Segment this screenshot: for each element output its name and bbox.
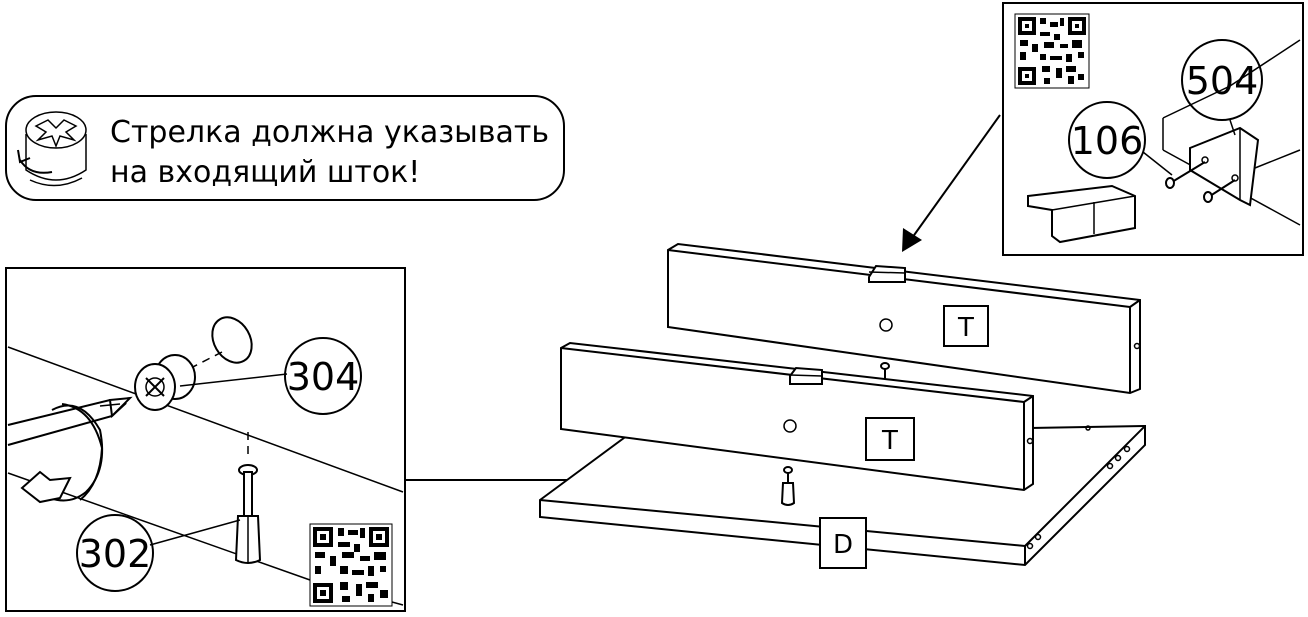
- callout-106: 106: [1071, 119, 1144, 163]
- detail-inset-top: 504 106: [1002, 2, 1304, 256]
- note-box: Стрелка должна указывать на входящий што…: [5, 95, 565, 201]
- dowel-on-panel: [780, 466, 796, 506]
- note-line-2: на входящий шток!: [110, 155, 420, 190]
- panel-top-front-t: T: [560, 341, 1034, 492]
- note-line-1: Стрелка должна указывать: [110, 115, 549, 150]
- callout-504: 504: [1186, 59, 1259, 103]
- rotation-arrow-icon: [20, 403, 104, 504]
- callout-302: 302: [79, 532, 152, 576]
- dowel-302: [234, 464, 262, 564]
- qr-code-icon: [309, 523, 393, 607]
- cam-lock-arrow-icon: [17, 111, 87, 187]
- label-bottom-d: D: [833, 530, 853, 560]
- qr-code-icon: [1014, 13, 1090, 89]
- callout-304: 304: [287, 355, 360, 399]
- label-top-back-t: T: [957, 313, 974, 343]
- label-top-front-t: T: [881, 426, 898, 456]
- panel-top-back-t: T: [667, 242, 1141, 395]
- pointer-arrow-top: [902, 114, 1001, 252]
- detail-inset-bottom: 304 302: [5, 267, 406, 612]
- cam-lock-304: [134, 354, 196, 411]
